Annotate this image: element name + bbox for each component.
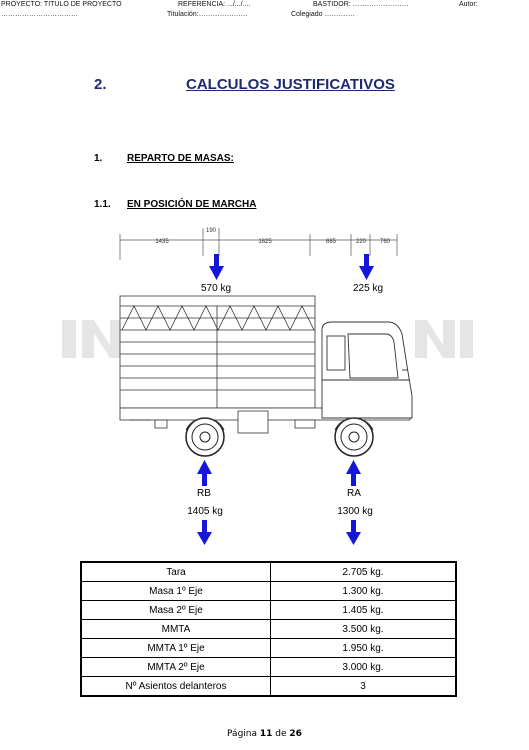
subsection-title: REPARTO DE MASAS: [127, 153, 234, 164]
table-cell-label: Masa 2º Eje [80, 600, 271, 620]
dim-5: 220 [356, 239, 367, 245]
reaction-rear-value: 1405 kg [187, 506, 223, 517]
footer-of: de [275, 729, 287, 739]
header-colegiado: Colegiado …………. [291, 11, 355, 18]
reaction-front-label: RA [347, 488, 361, 499]
section-title: CALCULOS JUSTIFICATIVOS [186, 76, 395, 93]
watermark [62, 320, 473, 358]
cargo-box [119, 295, 316, 409]
dim-3: 1625 [258, 239, 272, 245]
reaction-down-arrow-front [346, 520, 361, 545]
rear-wheel [185, 417, 225, 457]
table-cell-value: 3.000 kg. [270, 657, 457, 677]
header-referencia: REFERENCIA: .../.../.... [178, 1, 251, 8]
reaction-front-value: 1300 kg [337, 506, 373, 517]
load-arrow-front [359, 254, 374, 280]
table-cell-label: MMTA 1º Eje [80, 638, 271, 658]
header-proyecto: PROYECTO: TITULO DE PROYECTO [1, 1, 122, 8]
header-bastidor: BASTIDOR: …………………… [313, 1, 409, 8]
table-cell-value: 3 [270, 676, 457, 697]
subsubsection-title: EN POSICIÓN DE MARCHA [127, 199, 257, 210]
header-titulacion: Titulación:………………… [167, 11, 248, 18]
table-cell-label: Masa 1º Eje [80, 581, 271, 601]
table-cell-value: 1.405 kg. [270, 600, 457, 620]
subsubsection-number: 1.1. [94, 199, 111, 210]
dim-1: 1435 [155, 239, 169, 245]
section-number: 2. [94, 76, 107, 93]
table-cell-value: 1.300 kg. [270, 581, 457, 601]
reaction-down-arrow-rear [197, 520, 212, 545]
dim-4: 685 [326, 239, 337, 245]
dim-2: 190 [206, 228, 217, 234]
truck-cab [321, 321, 413, 419]
front-wheel [334, 417, 374, 457]
footer-prefix: Página [227, 729, 258, 739]
dimension-line [119, 228, 398, 260]
footer-total: 26 [289, 729, 302, 739]
table-cell-label: MMTA [80, 619, 271, 639]
table-cell-label: Tara [80, 561, 271, 582]
table-cell-value: 2.705 kg. [270, 561, 457, 582]
footer-page: 11 [259, 729, 273, 739]
load-rear-value: 570 kg [201, 283, 231, 294]
reaction-arrow-front [346, 460, 361, 486]
reaction-rear-label: RB [197, 488, 211, 499]
table-cell-label: Nº Asientos delanteros [80, 676, 271, 697]
subsection-number: 1. [94, 153, 103, 164]
table-cell-label: MMTA 2º Eje [80, 657, 271, 677]
table-cell-value: 1.950 kg. [270, 638, 457, 658]
header-dots: …………………………… [1, 11, 78, 18]
load-front-value: 225 kg [353, 283, 383, 294]
truck-load-diagram: 1435 190 1625 685 220 760 570 kg 225 kg [62, 228, 473, 545]
page-footer: Página 11 de 26 [0, 729, 529, 739]
load-arrow-rear [209, 254, 224, 280]
table-cell-value: 3.500 kg. [270, 619, 457, 639]
reaction-arrow-rear [197, 460, 212, 486]
dim-6: 760 [380, 239, 391, 245]
header-autor: Autor: [459, 1, 478, 8]
